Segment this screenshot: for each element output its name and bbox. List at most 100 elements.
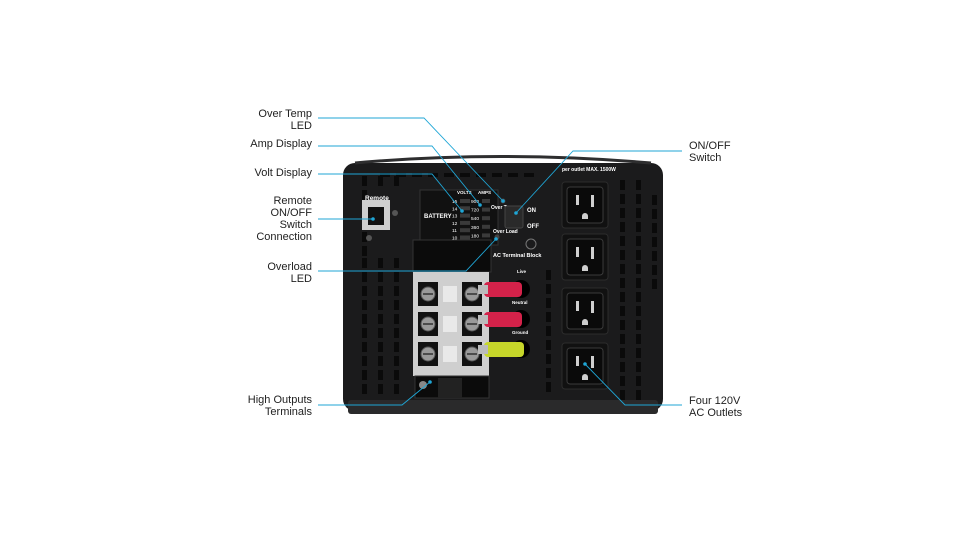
vent-slot bbox=[394, 176, 399, 186]
overload-led-callout: Overload LED bbox=[267, 261, 312, 285]
overload-leader bbox=[318, 238, 497, 272]
remote-switch-callout: Remote ON/OFF Switch Connection bbox=[256, 195, 312, 243]
outlet-max-label: per outlet MAX. 1500W bbox=[562, 167, 616, 173]
over-temp-led-callout: Over Temp LED bbox=[258, 108, 312, 132]
vent-slot bbox=[620, 278, 625, 288]
output-terminals bbox=[418, 282, 482, 366]
vent-slot bbox=[378, 356, 383, 366]
vent-slot bbox=[620, 250, 625, 260]
volt-segment bbox=[460, 199, 470, 203]
outlet-slot bbox=[576, 195, 579, 205]
vent-slot bbox=[394, 370, 399, 380]
over-temp-leader-dot bbox=[501, 199, 505, 203]
vent-slot bbox=[620, 180, 625, 190]
vent-slot bbox=[378, 328, 383, 338]
outlet-slot bbox=[591, 356, 594, 368]
vent-slot bbox=[362, 300, 367, 310]
vent-slot bbox=[636, 348, 641, 358]
vent-slot bbox=[546, 354, 551, 364]
vent-slot bbox=[636, 362, 641, 372]
high-outputs-callout: High Outputs Terminals bbox=[248, 394, 312, 418]
on-off-leader bbox=[515, 150, 682, 214]
over-temp-leader bbox=[318, 117, 504, 202]
vent-slot bbox=[380, 173, 390, 177]
vent-slot bbox=[362, 384, 367, 394]
ac-terminal-block-label: AC Terminal Block bbox=[493, 253, 542, 259]
vent-slot bbox=[362, 328, 367, 338]
vent-slot bbox=[620, 334, 625, 344]
outlet-ground-hole bbox=[582, 265, 588, 271]
vent-slot bbox=[620, 194, 625, 204]
callout-line-1: Overload bbox=[267, 261, 312, 273]
screw-icon bbox=[392, 210, 398, 216]
ground-wire bbox=[484, 342, 524, 357]
vent-slot bbox=[546, 312, 551, 322]
volt-display-leader-dot bbox=[460, 209, 464, 213]
vent-slot bbox=[636, 264, 641, 274]
vent-slot bbox=[636, 292, 641, 302]
vent-slot bbox=[652, 195, 657, 205]
vent-slot bbox=[546, 284, 551, 294]
off-label: OFF bbox=[527, 224, 539, 230]
callout-lines bbox=[318, 117, 682, 406]
amp-scale-label: 720 bbox=[471, 208, 479, 214]
vent-slot bbox=[524, 173, 534, 177]
callout-line-1: Four 120V bbox=[689, 395, 741, 407]
vent-slot bbox=[620, 208, 625, 218]
vent-slot bbox=[652, 265, 657, 275]
amp-scale-label: 360 bbox=[471, 225, 479, 231]
amp-display-callout: Amp Display bbox=[250, 138, 312, 150]
vent-slot bbox=[636, 320, 641, 330]
ground-label: Ground bbox=[512, 330, 528, 335]
ac-outlets-callout: Four 120V AC Outlets bbox=[689, 395, 742, 419]
amp-segment bbox=[482, 199, 490, 203]
screw-icon bbox=[366, 235, 372, 241]
live-label: Live bbox=[517, 269, 527, 274]
vent-slot bbox=[460, 173, 470, 177]
neutral-wire bbox=[484, 312, 522, 327]
on-label: ON bbox=[527, 208, 536, 214]
vent-slot bbox=[362, 190, 367, 200]
vent-slot bbox=[620, 264, 625, 274]
callout-line-2: Terminals bbox=[264, 406, 312, 418]
callout-line-1: Volt Display bbox=[254, 167, 312, 179]
amp-segment bbox=[482, 207, 490, 212]
power-switch[interactable] bbox=[504, 205, 524, 229]
callout-line-2: LED bbox=[290, 120, 312, 132]
callout-line-2: Switch bbox=[689, 152, 722, 164]
vent-slot bbox=[636, 222, 641, 232]
vent-slot bbox=[620, 320, 625, 330]
vent-slot bbox=[362, 258, 367, 268]
ac-outlets-leader-dot bbox=[583, 362, 587, 366]
vent-slot bbox=[378, 258, 383, 268]
vent-slot bbox=[636, 236, 641, 246]
ground-wire-crimp bbox=[478, 345, 488, 354]
vent-slot bbox=[394, 272, 399, 282]
outlet-slot bbox=[591, 195, 594, 207]
vent-slot bbox=[620, 292, 625, 302]
vent-slot bbox=[378, 384, 383, 394]
volt-display-callout: Volt Display bbox=[255, 167, 312, 179]
amp-display-leader-dot bbox=[478, 203, 482, 207]
terminal-separator bbox=[443, 346, 457, 362]
amp-display-leader bbox=[318, 145, 481, 206]
high-outputs-leader bbox=[318, 381, 431, 406]
terminal-separator bbox=[443, 286, 457, 302]
battery-label: BATTERY bbox=[424, 214, 452, 220]
vent-slot bbox=[636, 250, 641, 260]
terminal-separator bbox=[443, 316, 457, 332]
vent-slot bbox=[396, 173, 406, 177]
amps-header: AMPS bbox=[478, 190, 491, 195]
amp-segment bbox=[482, 233, 490, 238]
remote-port[interactable] bbox=[368, 207, 384, 225]
volt-display-leader bbox=[318, 173, 463, 212]
terminal-foot-screw-icon bbox=[419, 381, 427, 389]
remote-label: Remote bbox=[365, 195, 389, 202]
volt-segment bbox=[460, 206, 470, 211]
vent-slot bbox=[546, 382, 551, 392]
volt-scale-label: 12 bbox=[452, 221, 458, 227]
vent-slot bbox=[546, 270, 551, 280]
vent-slot bbox=[652, 251, 657, 261]
